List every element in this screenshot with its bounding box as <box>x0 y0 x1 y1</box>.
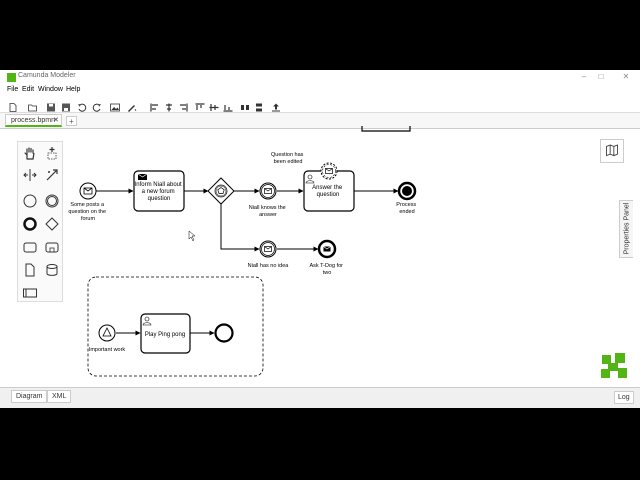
task-pingpong-label: Play Ping pong <box>145 332 185 338</box>
lasso-tool-icon[interactable] <box>45 146 59 160</box>
properties-panel-toggle[interactable]: Properties Panel <box>619 200 633 258</box>
subprocess-end-event[interactable] <box>214 323 234 343</box>
mouse-cursor-icon <box>188 230 196 242</box>
tab-diagram[interactable]: Diagram <box>11 390 48 403</box>
new-file-icon[interactable] <box>8 99 18 112</box>
map-icon <box>606 144 618 157</box>
close-window-button[interactable]: ✕ <box>622 72 630 81</box>
title-bar: Camunda Modeler – □ ✕ <box>0 70 640 84</box>
export-image-icon[interactable] <box>110 99 120 112</box>
menu-file[interactable]: File <box>7 86 19 93</box>
data-object-tool-icon[interactable] <box>23 263 37 277</box>
minimap-button[interactable] <box>600 139 624 163</box>
message-catch-event-knows[interactable] <box>259 182 277 200</box>
boundary-message-event[interactable] <box>320 162 338 180</box>
redo-icon[interactable] <box>92 99 102 112</box>
send-task-inform-niall[interactable] <box>133 170 185 212</box>
tab-xml[interactable]: XML <box>47 390 72 403</box>
tool-palette <box>17 141 63 302</box>
menu-edit[interactable]: Edit <box>22 86 35 93</box>
sequence-flow[interactable] <box>220 204 260 252</box>
end-tdog-label: Ask T-Dog for two <box>309 263 344 276</box>
event-subprocess[interactable] <box>87 276 264 377</box>
undo-icon[interactable] <box>77 99 87 112</box>
start-event-tool-icon[interactable] <box>23 194 37 208</box>
maximize-button[interactable]: □ <box>598 72 604 81</box>
tab-process-bpmn[interactable]: process.bpmn ✕ <box>5 114 62 127</box>
message-catch-event-no-idea[interactable] <box>259 240 277 258</box>
escalation-start-event[interactable] <box>98 324 116 342</box>
save-as-icon[interactable] <box>61 99 71 112</box>
new-tab-button[interactable]: + <box>66 116 77 126</box>
subprocess-start-label: Important work <box>89 347 126 353</box>
align-bottom-icon[interactable] <box>223 99 233 112</box>
end-event-process-ended[interactable] <box>397 181 417 201</box>
menu-help[interactable]: Help <box>66 86 81 93</box>
boundary-event-label: Question has been edited <box>271 152 305 165</box>
toolbar <box>0 96 640 113</box>
gateway-tool-icon[interactable] <box>45 217 59 231</box>
camunda-logo-icon <box>600 352 628 380</box>
save-icon[interactable] <box>46 99 56 112</box>
align-middle-icon[interactable] <box>209 99 219 111</box>
partial-task[interactable] <box>361 126 411 132</box>
deploy-icon[interactable] <box>271 99 281 112</box>
start-event-label: Some posts a question on the forum <box>68 202 107 222</box>
log-button[interactable]: Log <box>614 391 634 404</box>
message-end-event-tdog[interactable] <box>317 239 337 259</box>
align-right-icon[interactable] <box>178 99 188 112</box>
end-process-label: Process ended <box>396 202 417 215</box>
task-inform-label: Inform Niall about a new forum question <box>135 182 184 202</box>
edit-tools-icon[interactable] <box>127 99 137 112</box>
tab-label: process.bpmn <box>11 117 55 124</box>
align-center-icon[interactable] <box>164 99 174 112</box>
align-left-icon[interactable] <box>150 99 160 112</box>
minimize-button[interactable]: – <box>581 72 587 81</box>
open-file-icon[interactable] <box>28 99 38 112</box>
task-answer-label: Answer the question <box>312 185 344 198</box>
distribute-vertical-icon[interactable] <box>254 99 264 112</box>
intermediate-event-tool-icon[interactable] <box>45 194 59 208</box>
data-store-tool-icon[interactable] <box>45 263 59 277</box>
tab-close-icon[interactable]: ✕ <box>53 117 59 124</box>
global-connect-tool-icon[interactable] <box>45 168 59 182</box>
hand-tool-icon[interactable] <box>23 146 37 160</box>
user-task-ping-pong[interactable] <box>140 313 191 354</box>
align-top-icon[interactable] <box>195 99 205 110</box>
space-tool-icon[interactable] <box>23 168 37 182</box>
menu-window[interactable]: Window <box>38 86 63 93</box>
window-title: Camunda Modeler <box>18 72 76 79</box>
tab-bar: process.bpmn ✕ + <box>0 113 640 129</box>
event-no-idea-label: Niall has no idea <box>248 263 290 269</box>
menu-bar: File Edit Window Help <box>0 85 640 95</box>
distribute-horizontal-icon[interactable] <box>240 99 250 110</box>
task-tool-icon[interactable] <box>23 240 37 254</box>
message-start-event[interactable] <box>79 182 97 200</box>
end-event-tool-icon[interactable] <box>23 217 37 231</box>
properties-panel-label: Properties Panel <box>623 202 631 255</box>
event-knows-label: Niall knows the answer <box>249 205 288 218</box>
camunda-app-icon <box>7 73 16 82</box>
bottom-bar: Diagram XML Log <box>0 387 640 408</box>
subprocess-tool-icon[interactable] <box>45 240 59 254</box>
event-based-gateway[interactable] <box>207 177 235 205</box>
pool-tool-icon[interactable] <box>23 286 37 300</box>
